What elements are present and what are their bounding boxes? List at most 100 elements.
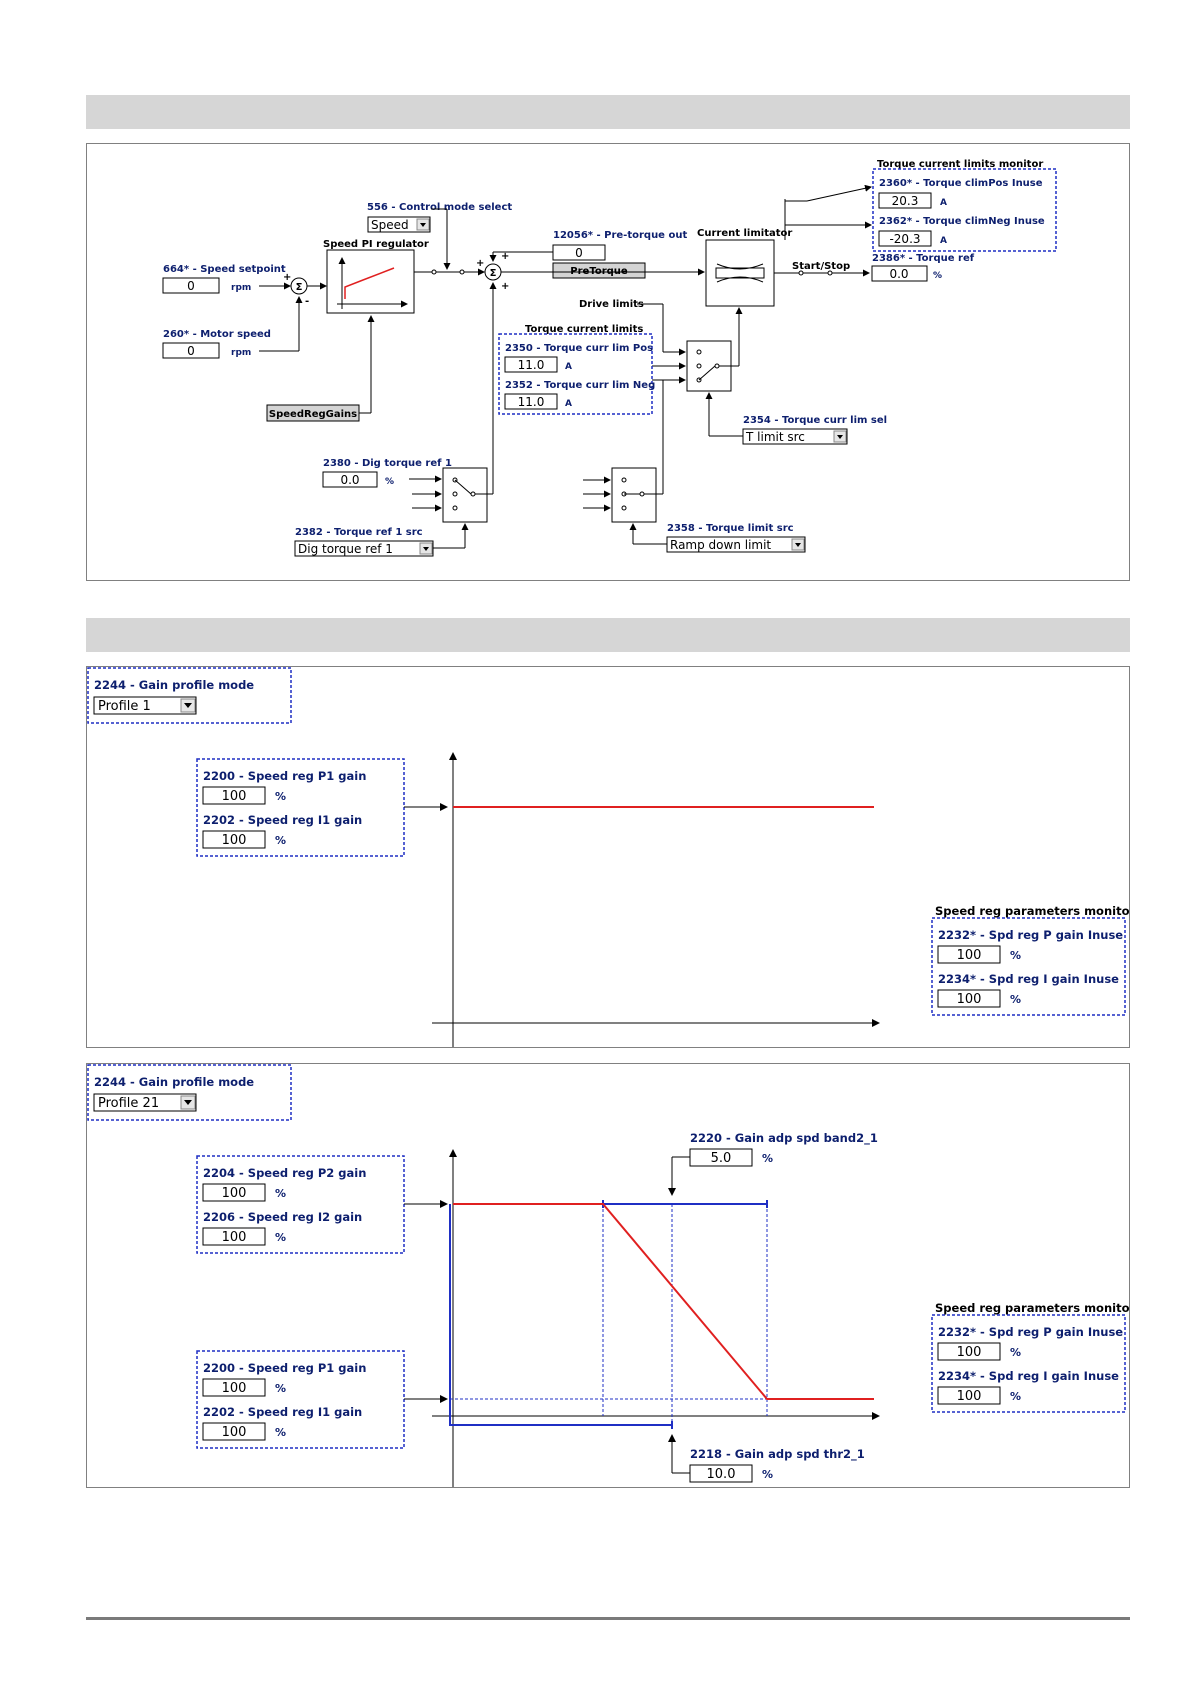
gain-adp-spd-thr-unit: % (762, 1468, 773, 1481)
p-gain-inuse-label: 2232* - Spd reg P gain Inuse (938, 1325, 1123, 1339)
p-gain-inuse-value: 100 (957, 1345, 982, 1360)
i-gain-inuse-unit: % (1010, 1390, 1021, 1403)
speed-pi-regulator-label: Speed PI regulator (323, 239, 429, 250)
i1-gain-value: 100 (222, 833, 247, 848)
p2-gain-value: 100 (222, 1186, 247, 1201)
torque-clim-pos-inuse-value: 20.3 (892, 194, 919, 208)
torque-curr-lim-neg-value: 11.0 (518, 395, 545, 409)
chevron-down-icon (184, 1100, 192, 1105)
start-stop-label: Start/Stop (792, 261, 850, 272)
p2-gain-label: 2204 - Speed reg P2 gain (203, 1166, 366, 1180)
gain-adp-spd-thr-label: 2218 - Gain adp spd thr2_1 (690, 1447, 865, 1462)
p1-gain-label: 2200 - Speed reg P1 gain (203, 769, 366, 783)
torque-ref-1-src-label: 2382 - Torque ref 1 src (295, 527, 423, 538)
gain-profile-1-diagram: 2244 - Gain profile mode Profile 1 2200 … (86, 666, 1130, 1048)
gain-profile-21-diagram: 2244 - Gain profile mode Profile 21 2204… (86, 1063, 1130, 1488)
speed-reg-gains-button[interactable]: SpeedRegGains (266, 404, 360, 422)
svg-text:Ramp down limit: Ramp down limit (670, 538, 771, 552)
svg-text:Profile 1: Profile 1 (98, 699, 151, 714)
torque-limit-src-label: 2358 - Torque limit src (667, 523, 794, 534)
chevron-down-icon (420, 223, 426, 227)
torque-clim-neg-inuse-unit: A (940, 236, 947, 246)
torque-curr-lim-pos-value: 11.0 (518, 358, 545, 372)
p1-gain-value: 100 (222, 789, 247, 804)
gain-adp-spd-band-unit: % (762, 1152, 773, 1165)
dig-torque-ref-1-unit: % (385, 477, 394, 487)
torque-ref-unit: % (933, 271, 942, 281)
current-limitator-label: Current limitator (697, 228, 792, 239)
current-limitator-block (705, 239, 775, 307)
torque-ref-1-src-dropdown[interactable]: Dig torque ref 1 (294, 540, 434, 557)
torque-current-limits-title: Torque current limits (525, 324, 643, 335)
pre-torque-out-label: 12056* - Pre-torque out (553, 230, 687, 241)
chevron-down-icon (184, 703, 192, 708)
i-gain-inuse-value: 100 (957, 1389, 982, 1404)
section-header-bar-2 (86, 618, 1130, 652)
gain-profile-mode-dropdown[interactable]: Profile 21 (93, 1093, 197, 1112)
control-mode-select-dropdown[interactable]: Speed (367, 216, 431, 233)
p1-gain-unit: % (275, 1382, 286, 1395)
dig-torque-ref-1-label: 2380 - Dig torque ref 1 (323, 458, 452, 469)
svg-text:+: + (476, 258, 484, 269)
chevron-down-icon (795, 543, 801, 547)
torque-curr-lim-sel-label: 2354 - Torque curr lim sel (743, 415, 887, 426)
svg-text:-: - (305, 296, 309, 307)
p1-gain-value: 100 (222, 1381, 247, 1396)
gain-curve (453, 1203, 874, 1400)
gain-profile-mode-dropdown[interactable]: Profile 1 (93, 696, 197, 715)
gain-profile-mode-label: 2244 - Gain profile mode (94, 678, 254, 692)
torque-ref-source-switch (442, 467, 488, 523)
svg-text:+: + (501, 251, 509, 262)
torque-ref-label: 2386* - Torque ref (872, 253, 975, 264)
p-gain-inuse-label: 2232* - Spd reg P gain Inuse (938, 928, 1123, 942)
i-gain-inuse-label: 2234* - Spd reg I gain Inuse (938, 1369, 1119, 1383)
i-gain-inuse-value: 100 (957, 992, 982, 1007)
torque-current-limits-monitor: Torque current limits monitor 2360* - To… (872, 159, 1057, 252)
i2-gain-value: 100 (222, 1230, 247, 1245)
chevron-down-icon (423, 547, 429, 551)
svg-text:T limit src: T limit src (745, 430, 805, 444)
torque-curr-lim-pos-unit: A (565, 362, 572, 372)
torque-current-limits-monitor-title: Torque current limits monitor (877, 159, 1043, 170)
i2-gain-unit: % (275, 1231, 286, 1244)
i1-gain-label: 2202 - Speed reg I1 gain (203, 1405, 362, 1419)
svg-text:Σ: Σ (490, 268, 497, 279)
i1-gain-label: 2202 - Speed reg I1 gain (203, 813, 362, 827)
torque-clim-pos-inuse-unit: A (940, 198, 947, 208)
motor-speed-unit: rpm (231, 348, 251, 358)
svg-text:Profile 21: Profile 21 (98, 1096, 159, 1111)
chevron-down-icon (837, 435, 843, 439)
speed-reg-monitor-title: Speed reg parameters monitor (935, 904, 1129, 918)
i2-gain-label: 2206 - Speed reg I2 gain (203, 1210, 362, 1224)
section-header-bar-1 (86, 95, 1130, 129)
gain-adp-spd-band-label: 2220 - Gain adp spd band2_1 (690, 1131, 878, 1146)
svg-text:Σ: Σ (296, 282, 303, 293)
pre-torque-out-value: 0 (575, 246, 583, 260)
i-gain-inuse-unit: % (1010, 993, 1021, 1006)
gain-profile-mode-label: 2244 - Gain profile mode (94, 1075, 254, 1089)
p1-gain-label: 2200 - Speed reg P1 gain (203, 1361, 366, 1375)
svg-text:SpeedRegGains: SpeedRegGains (269, 409, 357, 420)
p1-gain-unit: % (275, 790, 286, 803)
torque-curr-lim-neg-unit: A (565, 399, 572, 409)
svg-text:+: + (501, 281, 509, 292)
footer-rule (86, 1617, 1130, 1620)
speed-setpoint-label: 664* - Speed setpoint (163, 264, 286, 275)
p-gain-inuse-unit: % (1010, 1346, 1021, 1359)
i-gain-inuse-label: 2234* - Spd reg I gain Inuse (938, 972, 1119, 986)
svg-text:Dig torque ref 1: Dig torque ref 1 (298, 542, 393, 556)
torque-curr-lim-neg-label: 2352 - Torque curr lim Neg (505, 380, 655, 391)
pre-torque-button[interactable]: PreTorque (552, 262, 646, 279)
speed-setpoint-unit: rpm (231, 283, 251, 293)
i1-gain-unit: % (275, 1426, 286, 1439)
motor-speed-label: 260* - Motor speed (163, 329, 271, 340)
torque-curr-lim-pos-label: 2350 - Torque curr lim Pos (505, 343, 653, 354)
torque-clim-neg-inuse-value: -20.3 (889, 232, 920, 246)
speed-reg-monitor-title: Speed reg parameters monitor (935, 1301, 1129, 1315)
svg-text:+: + (283, 272, 291, 283)
p-gain-inuse-value: 100 (957, 948, 982, 963)
torque-clim-neg-inuse-label: 2362* - Torque climNeg Inuse (879, 216, 1045, 227)
dig-torque-ref-1-value: 0.0 (340, 473, 359, 487)
torque-limit-src-dropdown[interactable]: Ramp down limit (666, 536, 806, 553)
torque-curr-lim-sel-dropdown[interactable]: T limit src (742, 428, 848, 445)
